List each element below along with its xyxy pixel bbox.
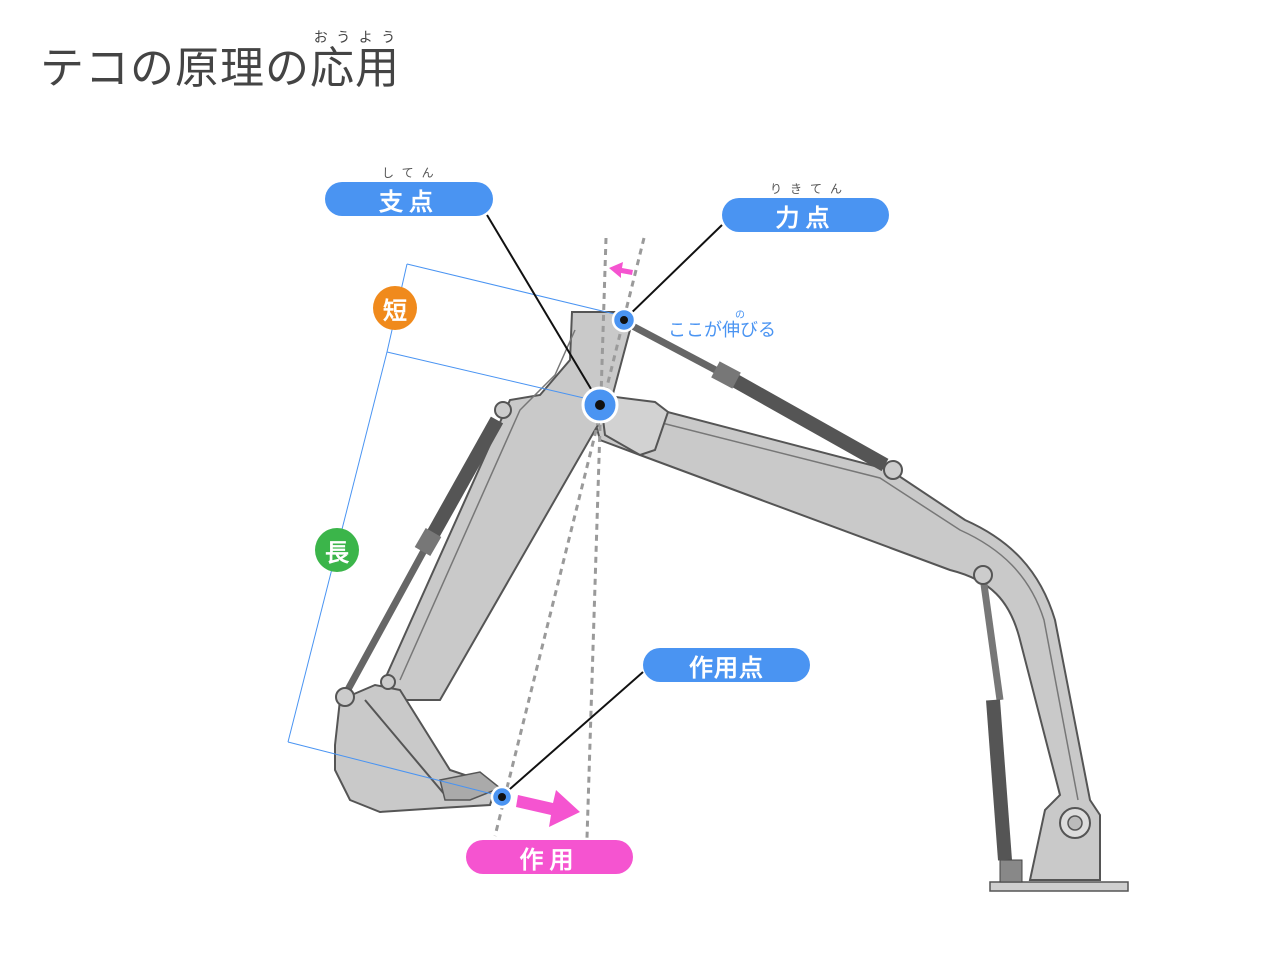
bucket-link-pin <box>335 687 355 707</box>
boom-cylinder-top-pin <box>973 565 993 585</box>
action-arrow-icon <box>516 790 580 827</box>
effort-marker-dot <box>620 316 628 324</box>
load-marker-dot <box>498 793 506 801</box>
main-boom <box>590 409 1101 881</box>
bucket-cylinder-rod <box>341 543 431 697</box>
short-badge: 短 <box>373 286 417 330</box>
title-text: テコの原理の <box>40 43 310 94</box>
bucket-cylinder-body <box>420 416 504 549</box>
arm-cylinder-end-pin <box>883 460 903 480</box>
effort-arrow-icon <box>609 262 633 278</box>
base-plate <box>989 881 1129 892</box>
boom-cylinder-rod <box>979 576 1004 701</box>
extend-note-ruby: の <box>735 310 745 321</box>
bucket-inner <box>364 699 446 796</box>
page-title: テコの原理の応おう用よう <box>40 30 400 96</box>
fulcrum-label: 支点 <box>325 182 493 216</box>
base-pivot-inner <box>1067 815 1083 831</box>
title-kanji-1: 応おう <box>310 30 355 94</box>
boom-cylinder-body <box>986 699 1012 861</box>
fulcrum-ruby: してん <box>382 166 442 180</box>
arm-cylinder-rod <box>623 318 727 379</box>
effort-label: 力点 <box>722 198 889 232</box>
fulcrum-marker-dot <box>595 400 605 410</box>
effort-ruby: りきてん <box>770 182 851 196</box>
extend-note: ここが伸びる <box>668 320 776 341</box>
title-kanji-2: 用よう <box>355 30 400 94</box>
arm-top-pin <box>494 401 512 419</box>
leader-lines <box>486 214 723 797</box>
swing-dotted-lines <box>493 237 646 839</box>
action-label: 作用 <box>466 840 633 874</box>
arm-cylinder-collar <box>711 361 741 389</box>
bucket-pivot-pin <box>380 674 396 690</box>
load-point-label: 作用点 <box>643 648 810 682</box>
base-block <box>999 859 1023 883</box>
main-boom-inner-line <box>649 419 1079 801</box>
arm-cylinder-body <box>721 368 889 472</box>
arm-inner-line <box>399 329 576 681</box>
long-badge: 長 <box>315 528 359 572</box>
bucket-cylinder-collar <box>414 527 442 557</box>
bucket-teeth <box>439 771 502 801</box>
